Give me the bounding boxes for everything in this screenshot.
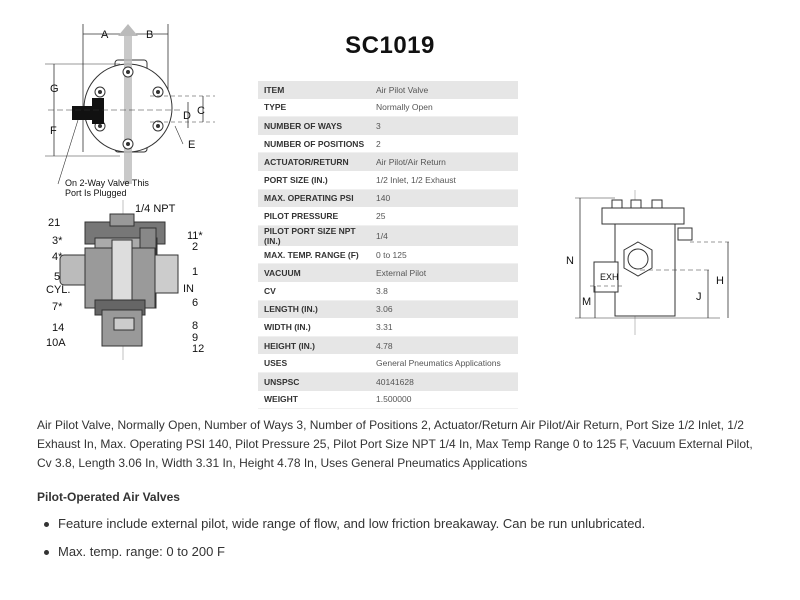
part-label-1: 1	[192, 266, 198, 278]
spec-key: ITEM	[258, 81, 370, 99]
spec-key: UNSPSC	[258, 372, 370, 391]
dim-label-e: E	[188, 139, 195, 151]
spec-value: 1/2 Inlet, 1/2 Exhaust	[370, 170, 518, 190]
spec-key: WIDTH (IN.)	[258, 318, 370, 337]
spec-value: 1/4	[370, 225, 518, 246]
spec-key: TYPE	[258, 98, 370, 118]
feature-item: Feature include external pilot, wide ran…	[42, 514, 645, 542]
part-label-12: 12	[192, 343, 204, 355]
spec-key: NUMBER OF POSITIONS	[258, 134, 370, 154]
spec-key: MAX. OPERATING PSI	[258, 189, 370, 208]
product-title: SC1019	[345, 32, 435, 59]
dim-label-h: H	[716, 275, 724, 287]
plugged-note-line1: On 2-Way Valve This	[65, 178, 149, 188]
port-label-cyl: CYL.	[46, 284, 70, 296]
part-label-8: 8	[192, 320, 198, 332]
part-label-14: 14	[52, 322, 64, 334]
side-view-diagram: N EXH M J H	[560, 190, 740, 335]
dim-label-b: B	[146, 29, 153, 41]
spec-value: 2	[370, 134, 518, 154]
part-label-21: 21	[48, 217, 60, 229]
feature-list: Feature include external pilot, wide ran…	[42, 514, 645, 570]
spec-value: 1.500000	[370, 390, 518, 410]
port-label-in: IN	[183, 283, 194, 295]
spec-value: 3	[370, 116, 518, 135]
dim-label-n: N	[566, 255, 574, 267]
table-row: LENGTH (IN.)3.06	[258, 300, 518, 319]
spec-value: 0 to 125	[370, 245, 518, 265]
spec-key: NUMBER OF WAYS	[258, 116, 370, 135]
table-row: MAX. TEMP. RANGE (F)0 to 125	[258, 245, 518, 265]
spec-key: PILOT PRESSURE	[258, 207, 370, 226]
spec-value: External Pilot	[370, 263, 518, 282]
spec-value: 25	[370, 207, 518, 226]
section-heading: Pilot-Operated Air Valves	[37, 490, 180, 504]
spec-value: 4.78	[370, 336, 518, 355]
spec-value: 3.06	[370, 300, 518, 319]
part-label-5: 5	[54, 271, 60, 283]
dim-label-a: A	[101, 29, 109, 41]
spec-value: 3.8	[370, 281, 518, 301]
port-label-exh: EXH	[600, 272, 619, 282]
spec-value: 3.31	[370, 318, 518, 337]
spec-key: CV	[258, 281, 370, 301]
spec-key: LENGTH (IN.)	[258, 300, 370, 319]
dim-label-f: F	[50, 125, 57, 137]
table-row: HEIGHT (IN.)4.78	[258, 336, 518, 355]
dim-label-m: M	[582, 296, 591, 308]
part-label-11: 11*	[187, 230, 203, 242]
spec-key: WEIGHT	[258, 390, 370, 410]
spec-key: MAX. TEMP. RANGE (F)	[258, 245, 370, 265]
part-label-3: 3*	[52, 235, 63, 247]
dim-label-d: D	[183, 110, 191, 122]
product-description: Air Pilot Valve, Normally Open, Number o…	[37, 418, 753, 470]
dim-label-j: J	[696, 291, 702, 303]
part-label-10a: 10A	[46, 337, 66, 349]
part-label-2: 2	[192, 241, 198, 253]
part-label-6: 6	[192, 297, 198, 309]
spec-value: 40141628	[370, 372, 518, 391]
spec-value: General Pneumatics Applications	[370, 354, 518, 373]
spec-value: Air Pilot Valve	[370, 81, 518, 99]
dim-label-c: C	[197, 105, 205, 117]
plugged-note-line2: Port Is Plugged	[65, 188, 127, 198]
spec-key: VACUUM	[258, 263, 370, 282]
spec-value: 140	[370, 189, 518, 208]
table-row: PORT SIZE (IN.)1/2 Inlet, 1/2 Exhaust	[258, 170, 518, 190]
spec-key: HEIGHT (IN.)	[258, 336, 370, 355]
spec-key: PORT SIZE (IN.)	[258, 170, 370, 190]
part-label-7: 7*	[52, 301, 63, 313]
table-row: WIDTH (IN.)3.31	[258, 318, 518, 337]
part-label-9: 9	[192, 332, 198, 344]
part-label-4: 4*	[52, 251, 63, 263]
table-row: PILOT PORT SIZE NPT (IN.)1/4	[258, 225, 518, 246]
spec-key: ACTUATOR/RETURN	[258, 152, 370, 171]
top-view-diagram: A B G F C D E On	[40, 22, 230, 200]
spec-value: Air Pilot/Air Return	[370, 152, 518, 171]
spec-key: PILOT PORT SIZE NPT (IN.)	[258, 225, 370, 246]
part-label-npt: 1/4 NPT	[135, 203, 176, 215]
feature-item: Max. temp. range: 0 to 200 F	[42, 542, 645, 570]
section-view-diagram: 1/4 NPT 21 3* 4* 5 CYL. 7* 14 10A 11* 2 …	[40, 200, 230, 360]
spec-value: Normally Open	[370, 98, 518, 118]
spec-key: USES	[258, 354, 370, 373]
dim-label-g: G	[50, 83, 59, 95]
